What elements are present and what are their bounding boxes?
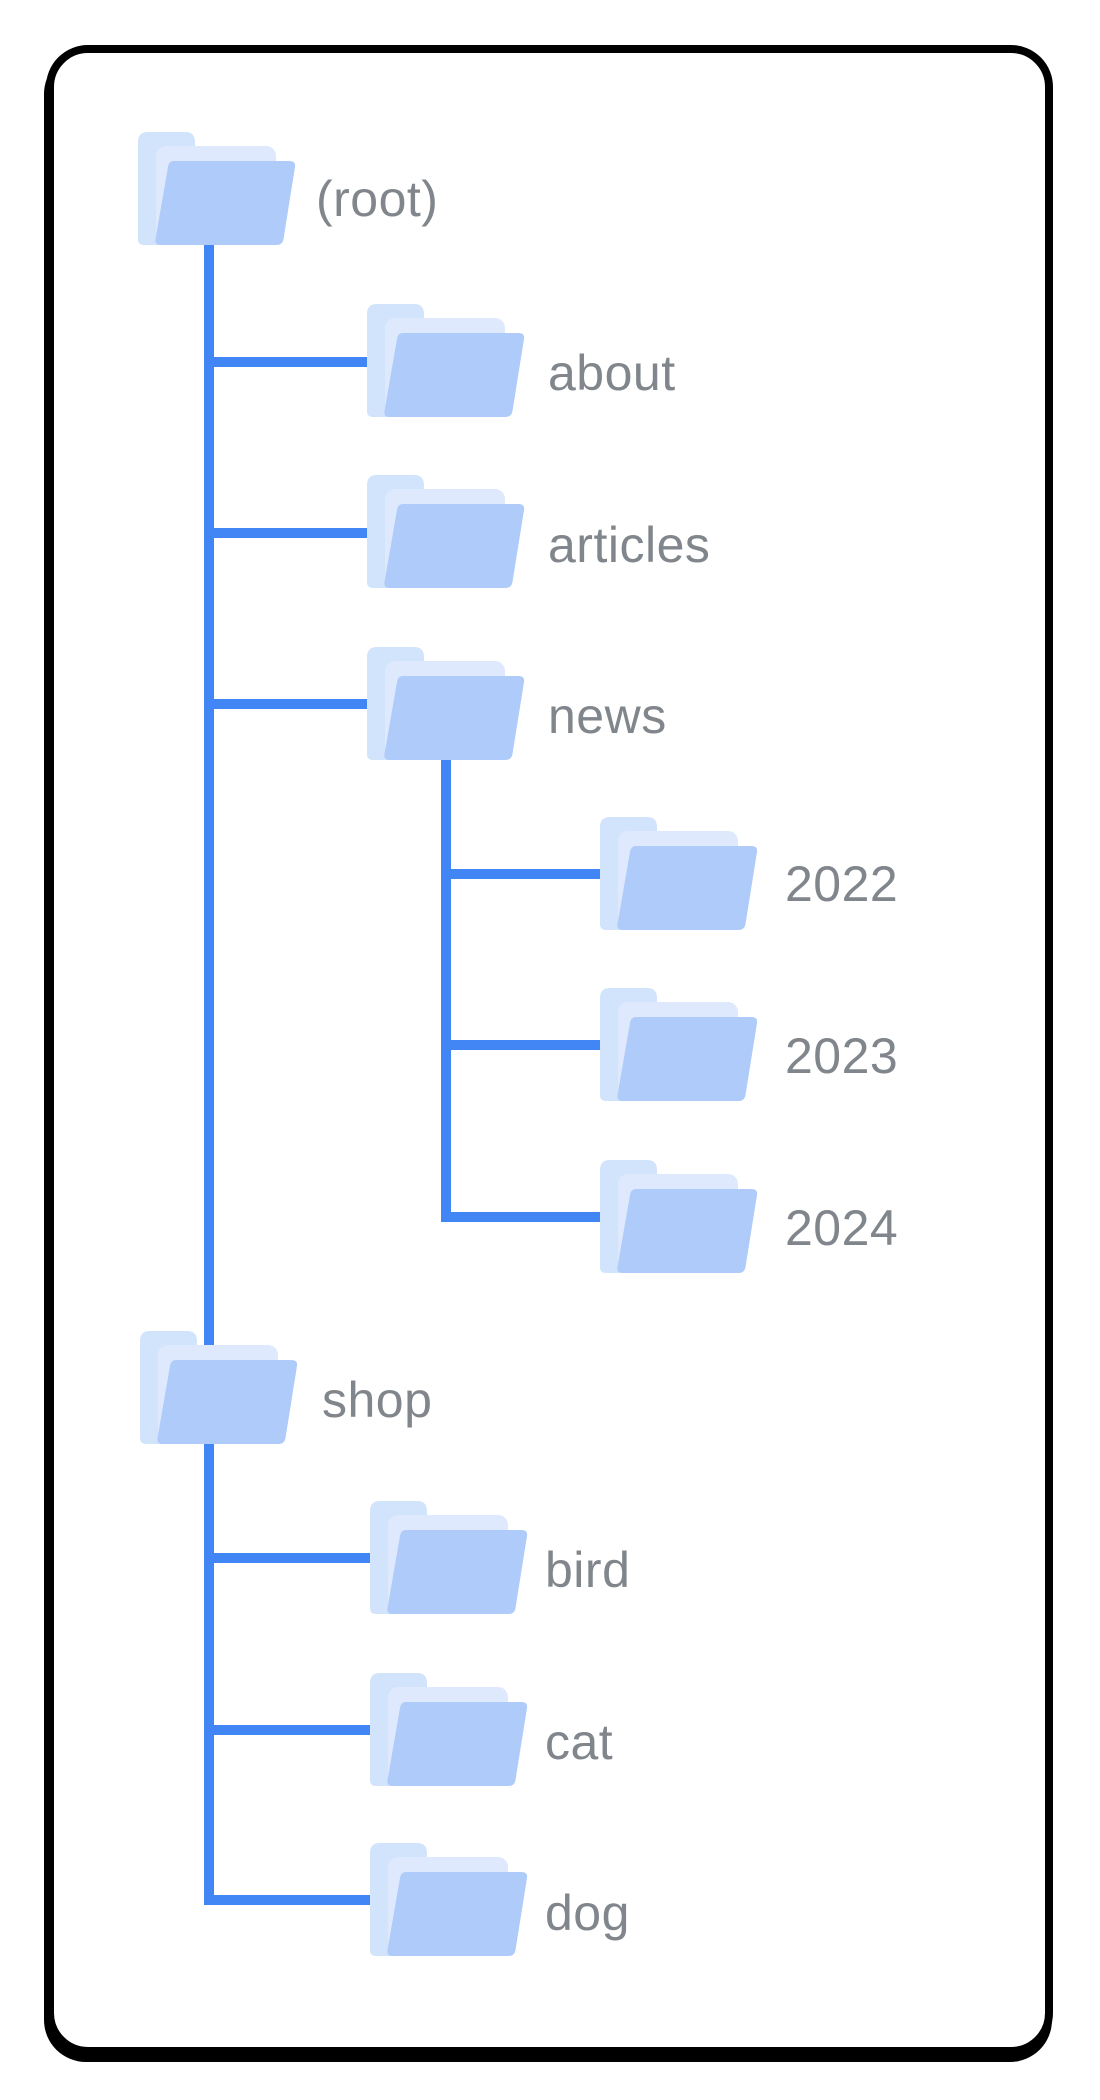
- articles-folder-icon: [367, 475, 525, 588]
- dog-label: dog: [545, 1885, 630, 1941]
- bird-folder-icon: [370, 1501, 528, 1614]
- year-2022-folder-icon: [600, 817, 758, 930]
- year-2022-label: 2022: [785, 856, 898, 912]
- bird-label: bird: [545, 1542, 630, 1598]
- articles-label: articles: [548, 517, 710, 573]
- shop-label: shop: [322, 1372, 432, 1428]
- dog-folder-icon: [370, 1843, 528, 1956]
- connector-news-trunk-and-2024-branch: [441, 756, 660, 1222]
- cat-folder-icon: [370, 1673, 528, 1786]
- root-folder-icon: [138, 132, 296, 245]
- year-2024-label: 2024: [785, 1200, 898, 1256]
- root-label: (root): [316, 171, 438, 227]
- year-2023-folder-icon: [600, 988, 758, 1101]
- about-label: about: [548, 345, 676, 401]
- news-folder-icon: [367, 647, 525, 760]
- cat-label: cat: [545, 1714, 613, 1770]
- connector-root-trunk-and-dog-branch: [204, 242, 445, 1905]
- year-2024-folder-icon: [600, 1160, 758, 1273]
- year-2023-label: 2023: [785, 1028, 898, 1084]
- shop-folder-icon: [140, 1331, 298, 1444]
- about-folder-icon: [367, 304, 525, 417]
- news-label: news: [548, 688, 667, 744]
